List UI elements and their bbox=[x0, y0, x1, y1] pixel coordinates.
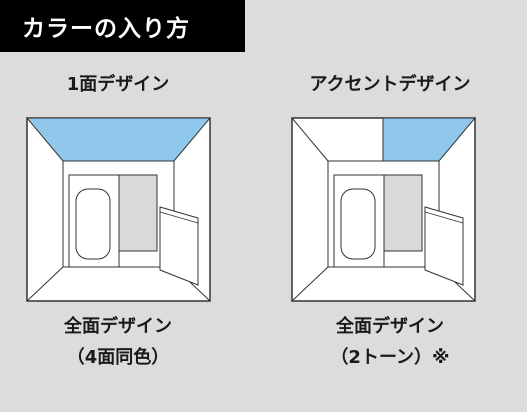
bathtub-inner bbox=[340, 188, 376, 260]
room-diagram-single bbox=[26, 117, 211, 302]
wall-fixture bbox=[383, 174, 423, 252]
wall-fixture bbox=[118, 174, 158, 252]
caption-line1: 全面デザイン bbox=[336, 316, 444, 337]
caption-line2: （2トーン）※ bbox=[330, 347, 450, 368]
caption-line2: （4面同色） bbox=[66, 347, 170, 368]
door-panel bbox=[424, 206, 464, 286]
option-title-accent: アクセントデザイン bbox=[309, 74, 471, 95]
option-title-single: 1面デザイン bbox=[66, 74, 170, 95]
caption-line1: 全面デザイン bbox=[64, 316, 172, 337]
section-title: カラーの入り方 bbox=[0, 0, 245, 52]
bathtub-inner bbox=[75, 188, 111, 260]
option-caption-accent: 全面デザイン （2トーン）※ bbox=[270, 311, 510, 373]
door-panel bbox=[159, 206, 199, 286]
option-caption-single: 全面デザイン （4面同色） bbox=[0, 311, 236, 373]
room-diagram-accent bbox=[291, 117, 476, 302]
